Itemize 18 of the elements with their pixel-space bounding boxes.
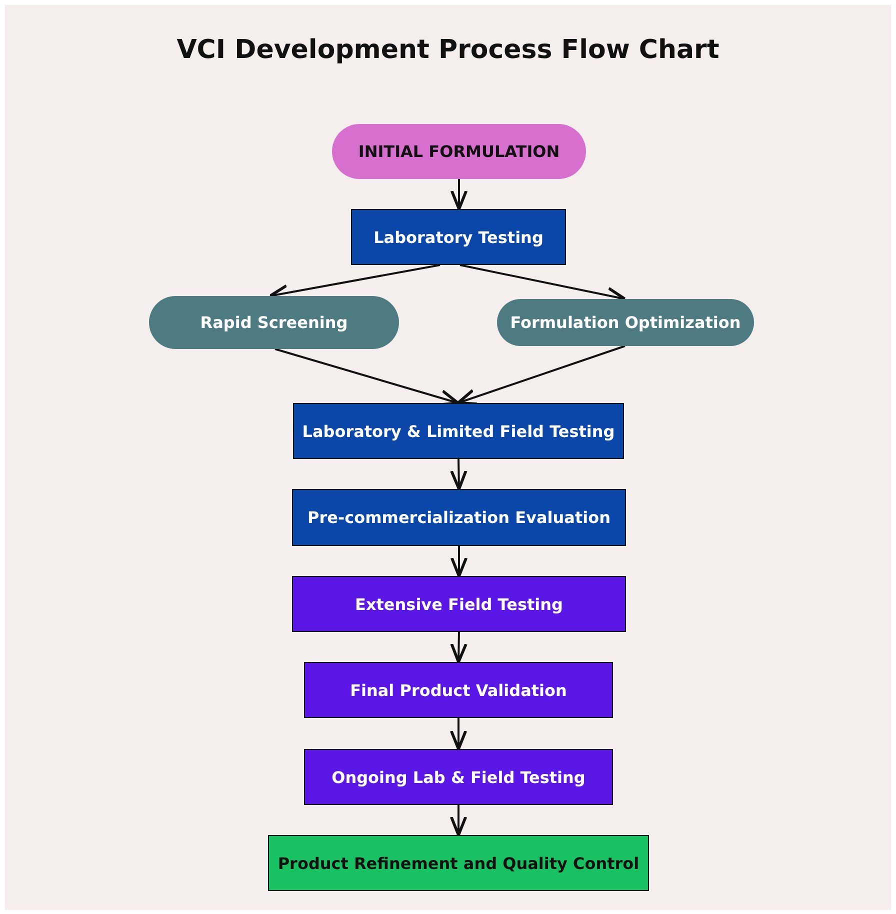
arrow	[450, 632, 468, 664]
rounded-step: Rapid Screening	[149, 296, 399, 349]
arrow	[456, 345, 626, 406]
process-box: Laboratory Testing	[351, 209, 566, 265]
arrow	[450, 718, 468, 750]
chart-title: VCI Development Process Flow Chart	[176, 35, 720, 65]
arrow	[450, 805, 468, 836]
arrow	[450, 179, 468, 210]
rounded-step: INITIAL FORMULATION	[332, 124, 586, 179]
process-box: Extensive Field Testing	[292, 576, 626, 632]
rounded-step: Formulation Optimization	[497, 299, 754, 346]
process-box: Final Product Validation	[304, 662, 613, 718]
process-box: Laboratory & Limited Field Testing	[293, 403, 624, 459]
process-box: Pre-commercialization Evaluation	[292, 489, 626, 546]
arrow	[450, 546, 468, 578]
process-box: Ongoing Lab & Field Testing	[304, 749, 613, 805]
process-box: Product Refinement and Quality Control	[268, 835, 649, 891]
arrow	[450, 458, 468, 490]
